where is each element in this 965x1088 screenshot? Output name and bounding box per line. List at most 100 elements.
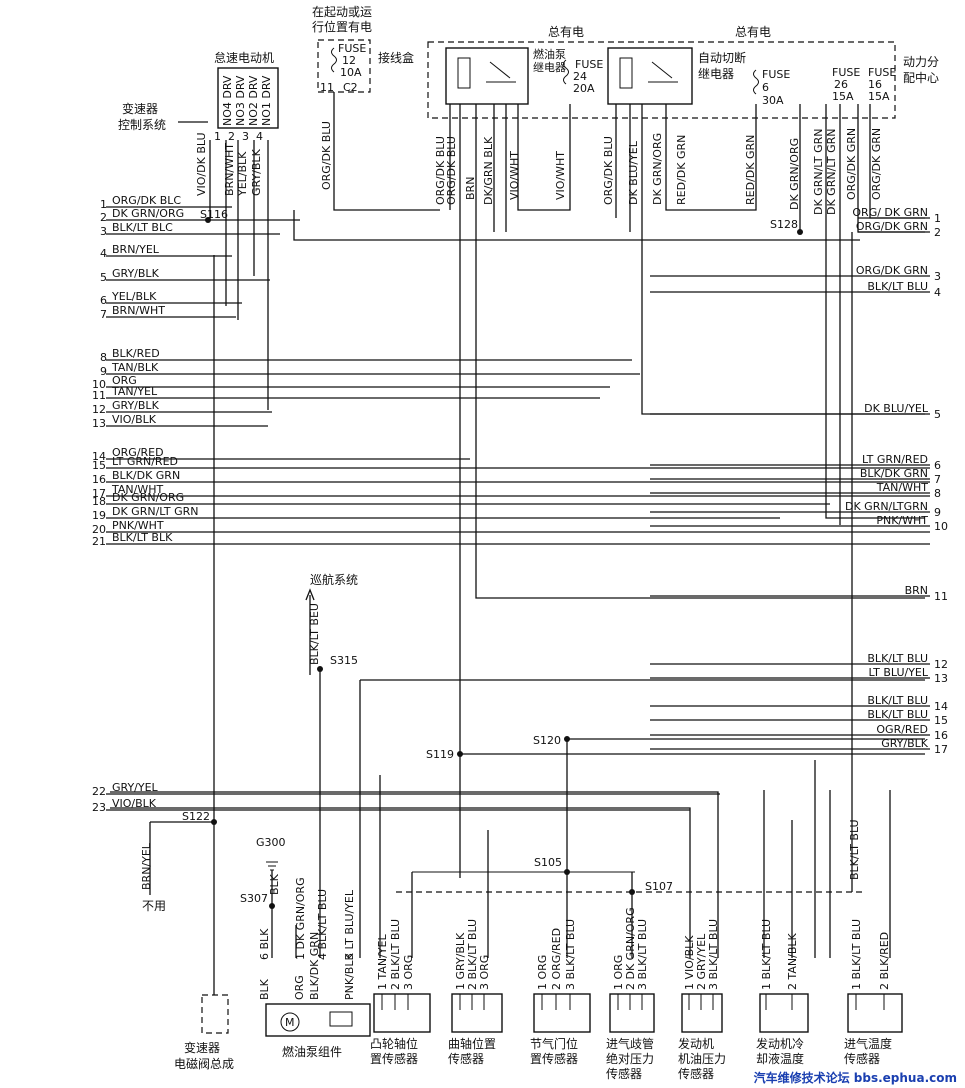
tcc-name-1: 变速器 (184, 1040, 220, 1055)
fuse24-amp: 20A (573, 82, 595, 95)
tcc-solenoid-box (201, 994, 229, 1034)
fuse24-symbol (563, 59, 569, 85)
left-pin-label-21: BLK/LT BLK (112, 531, 173, 544)
left-pin-label-8: BLK/RED (112, 347, 160, 360)
right-pin-num-2: 2 (934, 226, 941, 239)
splice-s128: S128 (770, 218, 798, 231)
fuse12-label: FUSE (338, 42, 366, 55)
wire-label-vio-wht-1: VIO/WHT (508, 151, 521, 200)
wire-label-dk-blu-yel: DK BLU/YEL (627, 140, 640, 205)
right-pin-label-5: DK BLU/YEL (864, 402, 929, 415)
map-sensor-name-3: 传感器 (606, 1066, 642, 1081)
right-pin-label-14: BLK/LT BLU (867, 694, 928, 707)
left-pin-label-12: GRY/BLK (112, 399, 160, 412)
left-pin-label-2: DK GRN/ORG (112, 207, 184, 220)
tps-sensor-pin-1: 1 ORG (536, 955, 549, 990)
iat-sensor-box (847, 993, 903, 1033)
fuel-pump-relay-label-2: 继电器 (533, 61, 566, 74)
idle-air-control-motor: 怠速电动机 NO4 DRV NO3 DRV NO2 DRV NO1 DRV 1 … (195, 51, 279, 197)
watermark: 汽车维修技术论坛 bbs.ephua.com (751, 1069, 959, 1086)
right-pin-num-3: 3 (934, 270, 941, 283)
ect-sensor-name-2: 却液温度 (756, 1051, 804, 1066)
right-pin-label-10: PNK/WHT (876, 514, 928, 527)
ect-sensor-pin-1: 1 BLK/LT BLU (760, 919, 773, 990)
left-pin-num-1: 1 (100, 198, 107, 211)
iat-sensor-name-1: 进气温度 (844, 1036, 892, 1051)
tps-sensor-pin-2: 2 ORG/RED (550, 928, 563, 990)
left-pin-num-7: 7 (100, 308, 107, 321)
idle-motor-pin-no2: NO2 DRV (247, 75, 260, 126)
fuel-pump-pin-6: 6 BLK (258, 928, 271, 960)
wire-label-brn-yel-unused: BRN/YEL (140, 842, 153, 890)
right-pin-num-16: 16 (934, 729, 948, 742)
splice-s315: S315 (330, 654, 358, 667)
fuse26-label: FUSE (832, 66, 860, 79)
trunk-wires (209, 92, 925, 995)
idle-motor-pin-no3: NO3 DRV (234, 75, 247, 126)
left-pin-num-16: 16 (92, 473, 106, 486)
left-pin-label-14: ORG/RED (112, 446, 164, 459)
left-pin-label-23: VIO/BLK (112, 797, 157, 810)
wire-label-blk-lt-blu-cruise: BLK/LT BEU (308, 603, 321, 665)
right-pin-label-11: BRN (905, 584, 928, 597)
wire-label-blk-lt-blu-right: BLK/LT BLU (848, 819, 861, 880)
wire-label-org-dk-grn-1: ORG/DK GRN (845, 128, 858, 200)
right-pin-num-5: 5 (934, 408, 941, 421)
wire-label-dk-grn-blk: DK/GRN BLK (482, 136, 495, 205)
map-sensor-pin-3: 3 BLK/LT BLU (636, 919, 649, 990)
idle-motor-title: 怠速电动机 (214, 51, 274, 65)
fuel-pump-relay-label-1: 燃油泵 (533, 47, 566, 61)
left-pin-num-12: 12 (92, 403, 106, 416)
cam-sensor-pin-2: 2 BLK/LT BLU (389, 919, 402, 990)
map-sensor-pin-2: 2 DK GRN/ORG (624, 907, 637, 990)
fuse16-amp: 15A (868, 90, 890, 103)
left-pin-label-17: TAN/WHT (111, 483, 163, 496)
top-power-section: 在起动或运 行位置有电 总有电 总有电 FUSE 12 10A 11 C2 接线… (312, 5, 939, 119)
right-pin-label-17: GRY/BLK (881, 737, 929, 750)
left-pin-label-4: BRN/YEL (112, 243, 160, 256)
left-pin-num-8: 8 (100, 351, 107, 364)
left-pin-label-5: GRY/BLK (112, 267, 160, 280)
cam-sensor-box (373, 993, 431, 1033)
tps-sensor-name-2: 置传感器 (530, 1051, 578, 1066)
wire-label-red-dk-grn-1: RED/DK GRN (675, 135, 688, 205)
wire-label-dk-grn-org-2: DK GRN/ORG (788, 138, 801, 210)
bottom-runs (110, 669, 925, 958)
iat-sensor-pin-1: 1 BLK/LT BLU (850, 919, 863, 990)
right-pin-num-9: 9 (934, 506, 941, 519)
right-pin-label-15: BLK/LT BLU (867, 708, 928, 721)
ect-sensor-box (759, 993, 809, 1033)
right-pin-num-10: 10 (934, 520, 948, 533)
map-sensor-pin-1: 1 ORG (612, 955, 625, 990)
right-pin-num-17: 17 (934, 743, 948, 756)
fuel-pump-relay-contact (486, 61, 516, 83)
iat-sensor-pin-2: 2 BLK/RED (878, 932, 891, 990)
fuel-pump-motor (280, 1012, 300, 1032)
asd-relay-contact (648, 61, 678, 83)
right-pin-num-15: 15 (934, 714, 948, 727)
hot-crank-run-label-2: 行位置有电 (312, 19, 372, 34)
vertical-wire-labels: ORG/DK BLU ORG/DK BLU ORG/DK BLU BRN DK/… (140, 121, 883, 890)
fuse24-num: 24 (573, 70, 587, 83)
ect-sensor-name-1: 发动机冷 (756, 1036, 804, 1051)
oil-sensor-pin-2: 2 GRY/YEL (695, 933, 708, 990)
left-pin-num-11: 11 (92, 389, 106, 402)
right-pin-label-12: BLK/LT BLU (867, 652, 928, 665)
right-pin-label-8: TAN/WHT (876, 481, 928, 494)
left-pin-num-9: 9 (100, 365, 107, 378)
idle-motor-wire-2: BRN/WHT (223, 143, 236, 196)
tps-sensor-name-1: 节气门位 (530, 1036, 578, 1051)
fuse24-label: FUSE (575, 58, 603, 71)
left-pin-num-2: 2 (100, 211, 107, 224)
fuel-pump-motor-label: M (285, 1016, 295, 1029)
left-pin-num-3: 3 (100, 225, 107, 238)
fuse12-cavity: 11 (320, 81, 334, 94)
fuse6-label: FUSE (762, 68, 790, 81)
wire-label-dk-grn-ltgrn-1: DK GRN/LT GRN (812, 128, 825, 215)
fuel-pump-module: BLK 1 DK GRN/ORG 4 BLK/LT BLU 3 LT BLU/Y… (258, 873, 371, 1059)
cam-sensor-pin-3: 3 ORG (402, 955, 415, 990)
fuse12-symbol (331, 47, 337, 73)
left-pin-label-20: PNK/WHT (112, 519, 164, 532)
left-pin-num-6: 6 (100, 294, 107, 307)
cam-sensor-name-2: 置传感器 (370, 1051, 418, 1066)
